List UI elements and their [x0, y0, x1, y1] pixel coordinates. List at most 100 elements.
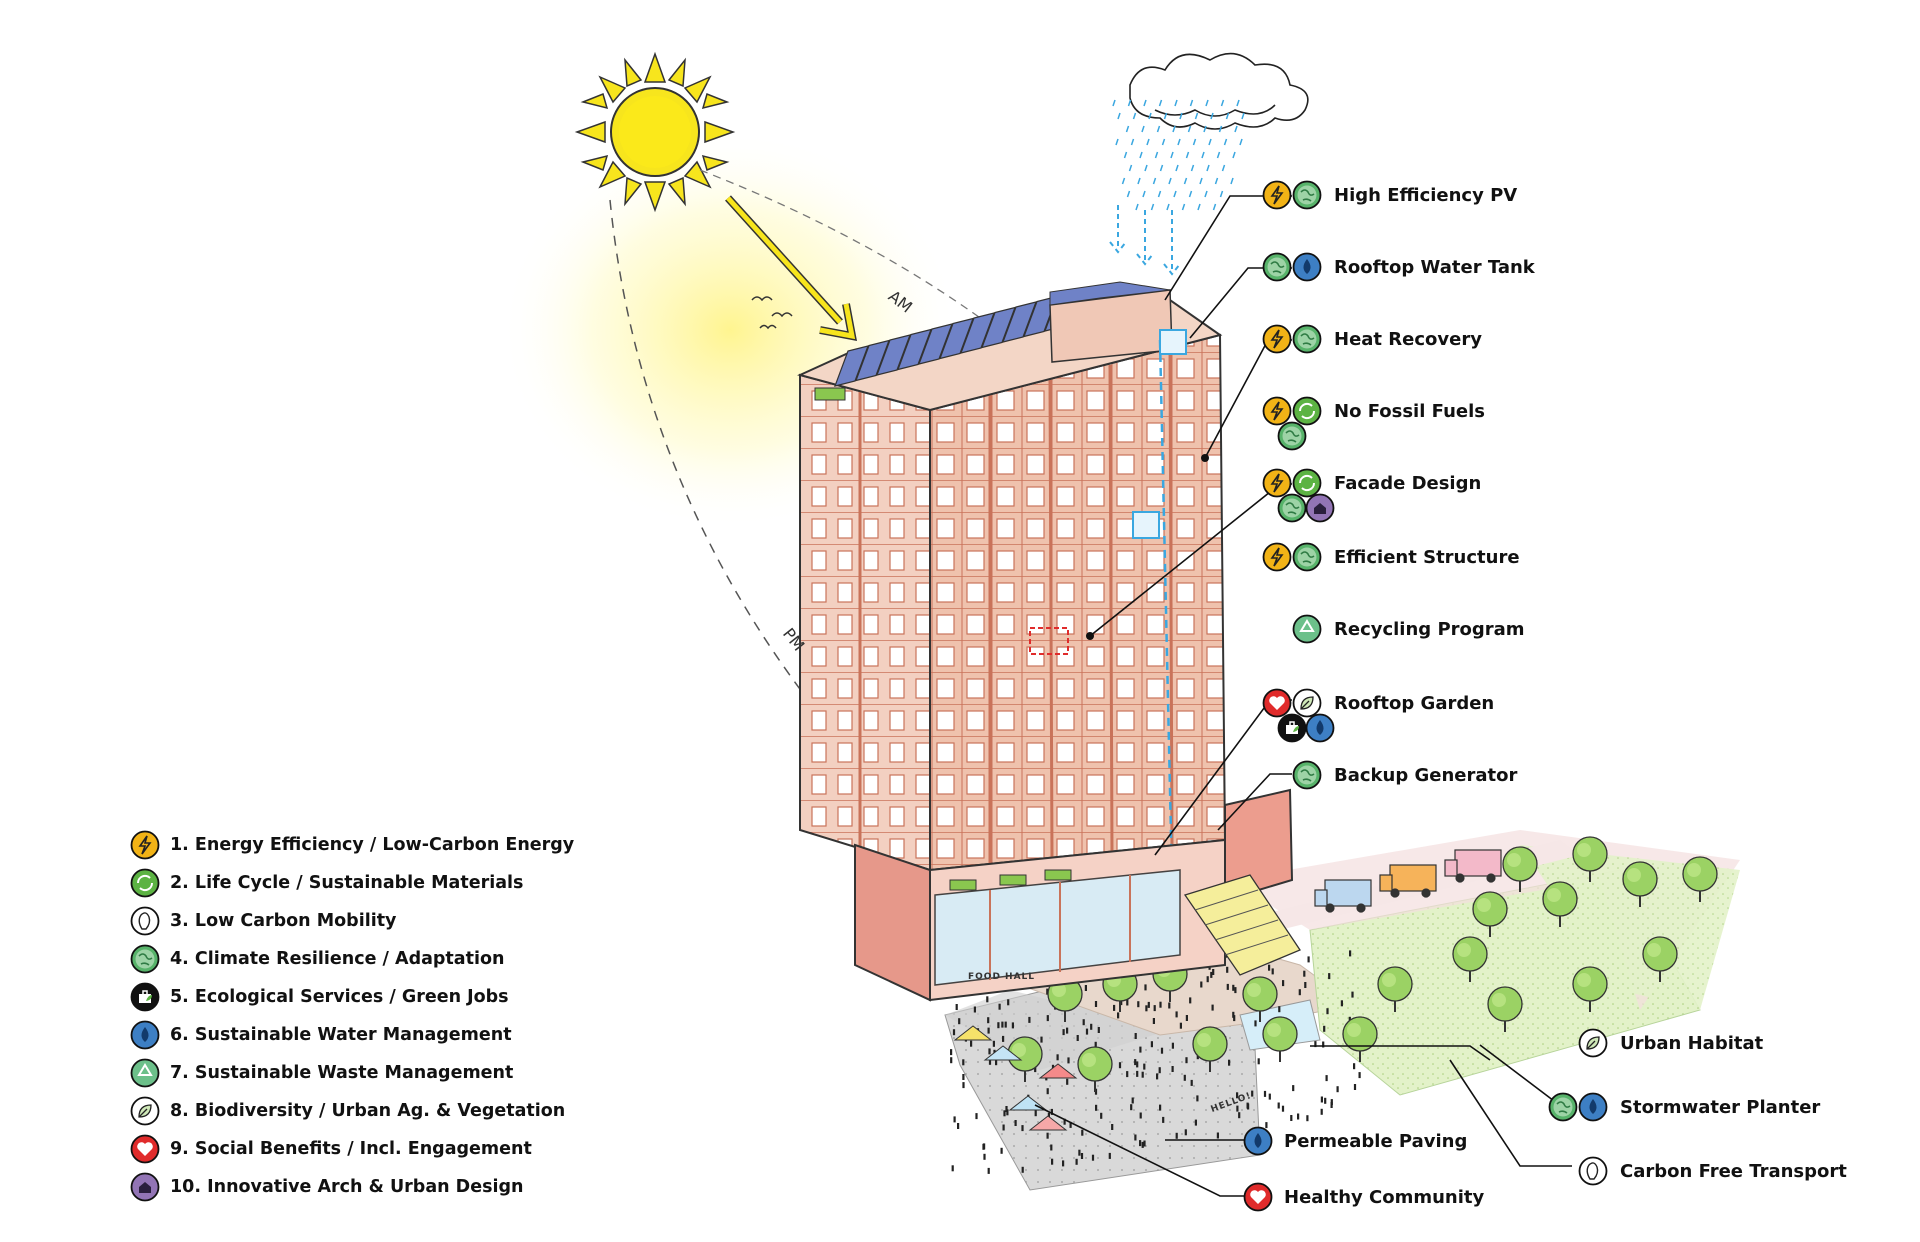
rain-drop: [1183, 177, 1188, 185]
rain-drop: [1230, 177, 1234, 185]
person: [998, 1003, 1001, 1010]
rain-drop: [1156, 125, 1161, 133]
pv-panel: [939, 317, 974, 360]
person: [1211, 1004, 1214, 1011]
person: [1056, 1054, 1059, 1061]
rain-drops: [1112, 99, 1245, 211]
person: [1159, 1001, 1162, 1008]
person: [1134, 1059, 1137, 1066]
person: [1168, 1002, 1171, 1009]
rain-drop: [1236, 99, 1240, 107]
person: [1184, 1129, 1187, 1136]
tree: [1472, 891, 1508, 937]
person: [1075, 1158, 1078, 1165]
person: [1040, 1036, 1043, 1043]
legend-item-label: 8. Biodiversity / Urban Ag. & Vegetation: [170, 1101, 566, 1121]
person: [1143, 1063, 1146, 1070]
person: [1234, 987, 1237, 994]
pv-panel: [981, 306, 1016, 349]
rain-drop: [1210, 112, 1214, 120]
person: [1006, 1109, 1009, 1116]
person: [1051, 1158, 1054, 1165]
rain-drop: [1189, 99, 1194, 107]
lifecycle-icon: [1292, 396, 1322, 430]
person: [1134, 1134, 1137, 1141]
callout-label: Stormwater Planter: [1620, 1097, 1821, 1118]
person: [1306, 1115, 1309, 1122]
tree: [1242, 976, 1278, 1022]
tree: [1622, 861, 1658, 907]
person: [1002, 1124, 1005, 1131]
rain-drop: [1194, 112, 1199, 120]
person: [1254, 1020, 1257, 1027]
climate-icon: [1292, 542, 1322, 576]
person: [1232, 1011, 1235, 1018]
person: [1304, 982, 1307, 988]
pv-panel: [918, 323, 953, 365]
arch-icon: [1305, 493, 1335, 527]
lifecycle-icon: [130, 868, 160, 902]
rain-drop: [1141, 125, 1145, 133]
rain-drop: [1181, 203, 1186, 211]
callout-label: Heat Recovery: [1334, 329, 1482, 350]
legend-item-label: 1. Energy Efficiency / Low-Carbon Energy: [170, 835, 575, 855]
rain-drop: [1204, 190, 1208, 198]
rain-drop: [1241, 112, 1245, 120]
callout-label: Backup Generator: [1334, 765, 1518, 786]
callout-label: Recycling Program: [1334, 619, 1525, 640]
person: [1134, 1033, 1137, 1039]
rain-drop: [1206, 164, 1210, 172]
legend-item-label: 7. Sustainable Waste Management: [170, 1063, 514, 1083]
lifecycle-icon: [1292, 468, 1322, 502]
rain-drop: [1157, 190, 1162, 198]
park-right: [1520, 845, 1740, 1010]
person: [1200, 981, 1203, 988]
person: [1156, 1073, 1159, 1080]
rain-drop: [1205, 99, 1209, 107]
person: [1085, 1028, 1089, 1035]
social-icon: [1243, 1182, 1273, 1216]
legend-item-label: 10. Innovative Arch & Urban Design: [170, 1177, 524, 1197]
cloud-icon: [1129, 52, 1309, 130]
person: [1238, 1112, 1241, 1119]
person: [1000, 1147, 1003, 1154]
tree: [1192, 1026, 1228, 1072]
person: [1228, 1059, 1231, 1066]
person: [1232, 984, 1235, 991]
biodiversity-icon: [130, 1096, 160, 1130]
person: [1183, 1074, 1186, 1081]
person: [1298, 989, 1301, 996]
person: [1137, 1001, 1140, 1008]
person: [1091, 1154, 1095, 1161]
rain-drop: [1218, 125, 1223, 133]
person: [1152, 1018, 1155, 1024]
person: [1011, 1022, 1014, 1029]
person: [1268, 964, 1271, 971]
toilet-icon: [1132, 511, 1160, 539]
rain-drop: [1214, 177, 1219, 185]
person: [1028, 1016, 1031, 1023]
person: [987, 1017, 990, 1024]
person: [1171, 1042, 1174, 1049]
callout-label: Rooftop Water Tank: [1334, 257, 1535, 278]
person: [1328, 973, 1331, 980]
person: [1147, 1001, 1150, 1008]
person: [1323, 1025, 1326, 1032]
water-tank-icon: [1159, 329, 1187, 355]
person: [1046, 1132, 1049, 1139]
person: [1340, 1000, 1343, 1007]
rain-drop: [1190, 164, 1195, 172]
person: [1281, 1105, 1285, 1112]
rain-drop: [1220, 99, 1225, 107]
person: [1322, 1041, 1325, 1048]
person: [1094, 1041, 1097, 1048]
rain-drop: [1123, 151, 1128, 159]
rain-drop: [1187, 125, 1192, 133]
person: [1076, 1035, 1079, 1041]
person: [1126, 1071, 1129, 1078]
legend-item-label: 5. Ecological Services / Green Jobs: [170, 987, 509, 1007]
rain-drop: [1212, 203, 1217, 211]
person: [1212, 969, 1215, 975]
tree: [1572, 966, 1608, 1012]
person: [1226, 983, 1229, 990]
